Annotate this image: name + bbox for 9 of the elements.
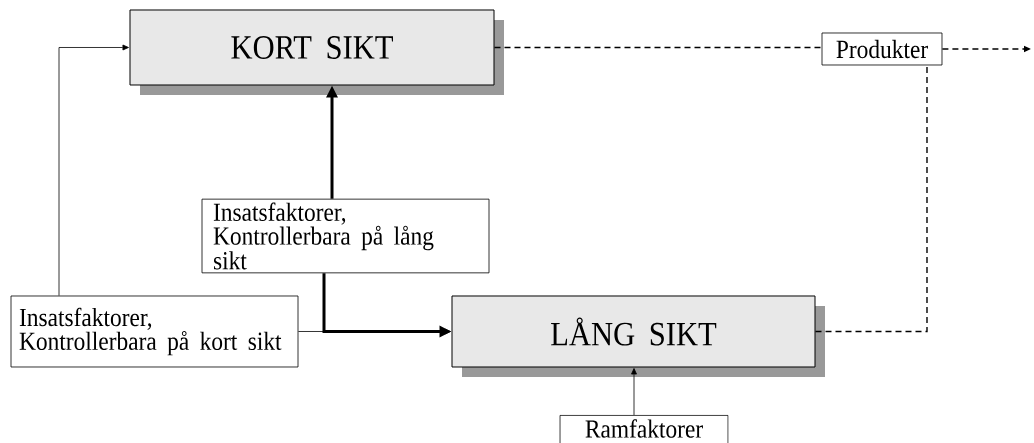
process-box: KORT SIKT xyxy=(129,9,504,95)
input-box: Insatsfaktorer, Kontrollerbara på lång sikt xyxy=(201,198,490,274)
output-box: Produkter xyxy=(821,32,943,66)
arrow xyxy=(631,368,637,416)
arrow xyxy=(298,328,451,335)
input-box: Ramfaktorer xyxy=(559,415,729,443)
process-box: LÅNG SIKT xyxy=(451,295,825,377)
arrow xyxy=(58,44,129,296)
input-box: Insatsfaktorer, Kontrollerbara på kort sikt xyxy=(10,295,299,368)
